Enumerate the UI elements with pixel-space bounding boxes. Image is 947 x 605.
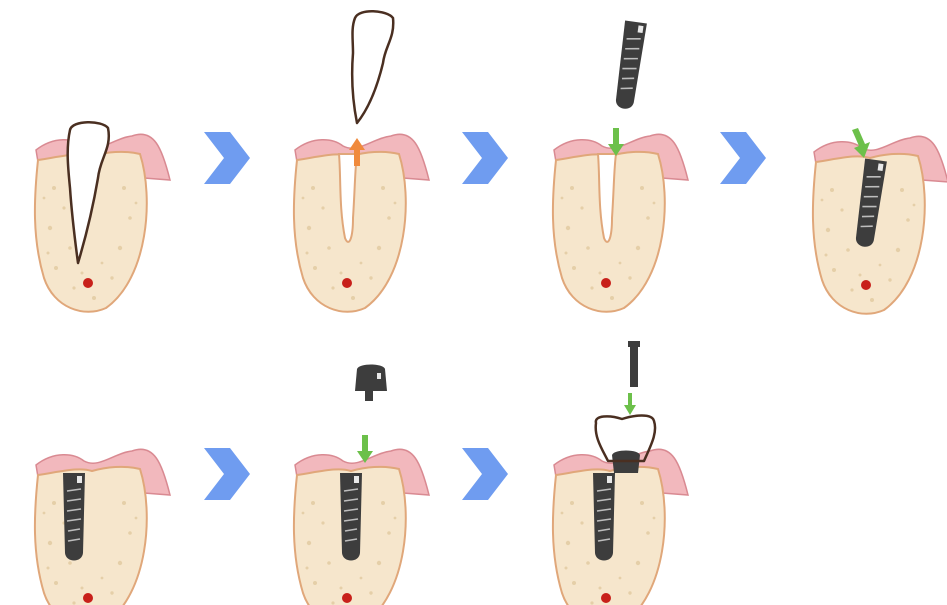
abutment-icon — [355, 365, 387, 402]
screw-head — [628, 341, 640, 347]
chevron-right-icon — [720, 132, 766, 184]
extracted-tooth-icon — [352, 11, 393, 123]
step-4-implant-seated — [813, 128, 947, 314]
chevron-right-icon — [204, 448, 250, 500]
implant-icon — [63, 473, 85, 561]
step-1-natural-tooth — [35, 122, 170, 312]
chevron-right-icon — [462, 132, 508, 184]
implant-icon — [340, 473, 362, 561]
implant-icon — [593, 473, 615, 561]
step-6-abutment-placement — [294, 365, 429, 605]
step-5-implant-healed — [35, 449, 170, 605]
step-2-tooth-extraction — [294, 11, 429, 312]
chevron-right-icon — [462, 448, 508, 500]
arrow-down-icon — [624, 393, 636, 415]
screw-icon — [630, 343, 638, 387]
step-3-implant-insertion — [553, 20, 688, 311]
step-7-crown-and-screw — [553, 341, 688, 605]
chevron-right-icon — [204, 132, 250, 184]
implant-icon — [613, 20, 647, 110]
